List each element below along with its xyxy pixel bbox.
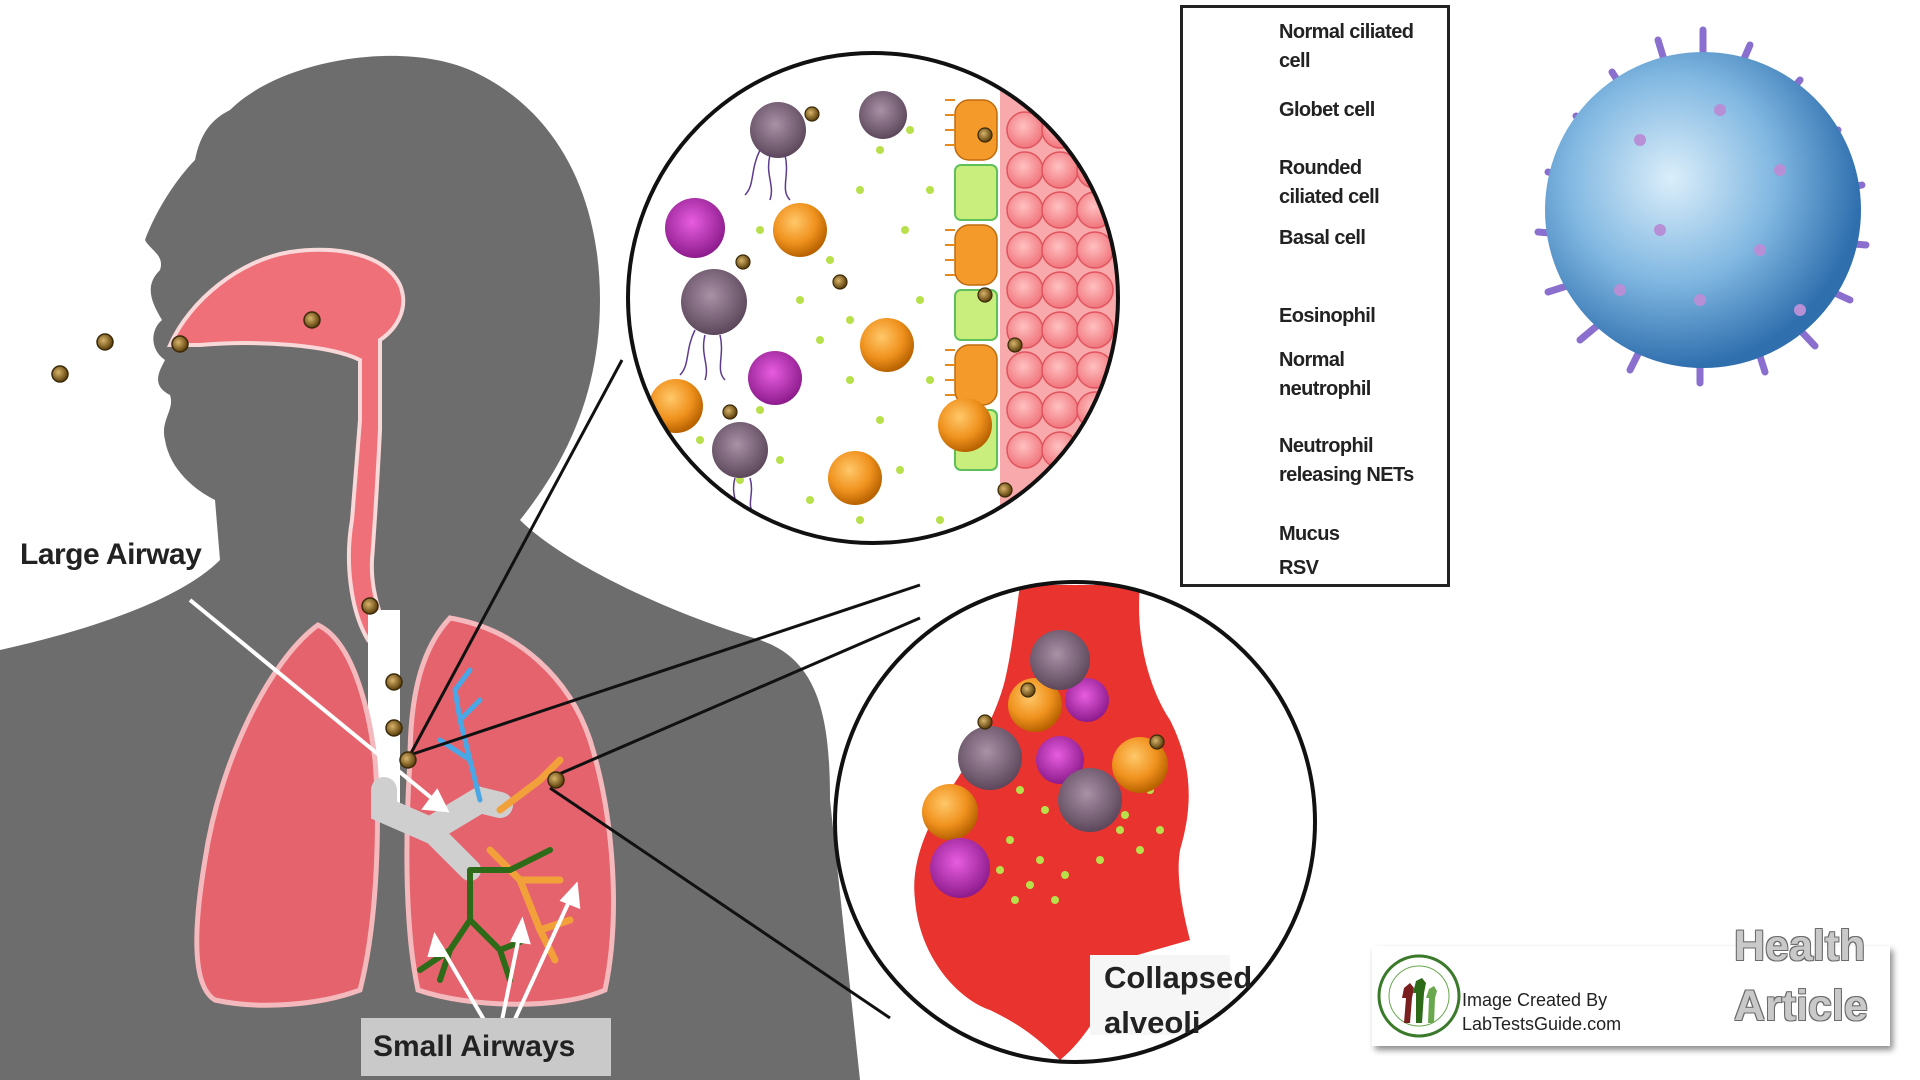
legend-item-neutrophil-releasing-nets: Neutrophil releasing NETs — [1183, 430, 1447, 486]
health-article-badge-line2: Article — [1734, 982, 1868, 1030]
legend-item-label: Basal cell — [1279, 227, 1366, 249]
legend-item-normal-neutrophil: Normal neutrophil — [1183, 344, 1447, 400]
airway-epithelium-circle — [626, 51, 1120, 545]
legend-item-label: cell — [1279, 50, 1311, 72]
alveoli-circle — [833, 580, 1317, 1064]
credit-box — [1372, 946, 1890, 1046]
collapsed-alveoli-label-line1: Collapsed — [1104, 960, 1253, 995]
legend-item-label: releasing NETs — [1279, 464, 1414, 486]
health-article-badge-line1: Health — [1734, 922, 1866, 970]
upper-airway — [166, 247, 406, 643]
left-lung — [194, 622, 380, 1008]
legend-item-normal-ciliated-cell: Normal ciliated cell — [1183, 14, 1447, 72]
credit-line-2: LabTestsGuide.com — [1462, 1014, 1622, 1034]
legend-item-mucus: Mucus — [1183, 518, 1447, 558]
legend-item-label: Rounded — [1279, 157, 1362, 179]
rsv-particles — [51, 311, 565, 789]
legend-item-basal-cell: Basal cell — [1183, 222, 1447, 262]
collapsed-alveoli-label-line2: alveoli — [1104, 1005, 1201, 1040]
legend-item-eosinophil: Eosinophil — [1183, 300, 1447, 340]
legend-item-label: neutrophil — [1279, 378, 1371, 400]
legend-item-rounded-ciliated-cell: Rounded ciliated cell — [1183, 152, 1447, 208]
legend-item-label: Globet cell — [1279, 99, 1375, 121]
bronchial-tree — [371, 667, 574, 983]
legend-item-label: Eosinophil — [1279, 305, 1376, 327]
credit-line-1: Image Created By — [1462, 990, 1608, 1010]
legend: Normal ciliated cell Globet cell Rounded… — [1180, 5, 1450, 587]
large-airway-label: Large Airway — [20, 538, 202, 571]
small-airways-label: Small Airways — [373, 1030, 576, 1063]
rsv-virion-illustration — [1534, 26, 1870, 387]
legend-item-label: RSV — [1279, 557, 1319, 579]
legend-item-label: Normal ciliated — [1279, 21, 1414, 43]
legend-item-rsv: RSV — [1183, 554, 1447, 594]
small-airways-label-box — [361, 1018, 611, 1076]
legend-item-label: Normal — [1279, 349, 1345, 371]
legend-item-goblet-cell: Globet cell — [1183, 94, 1447, 134]
zoom-lines — [408, 359, 921, 1020]
legend-item-label: ciliated cell — [1279, 186, 1380, 208]
legend-item-label: Neutrophil — [1279, 435, 1374, 457]
legend-item-label: Mucus — [1279, 523, 1340, 545]
pointer-arrows — [188, 598, 581, 1032]
labtestsguide-logo — [1377, 954, 1461, 1038]
